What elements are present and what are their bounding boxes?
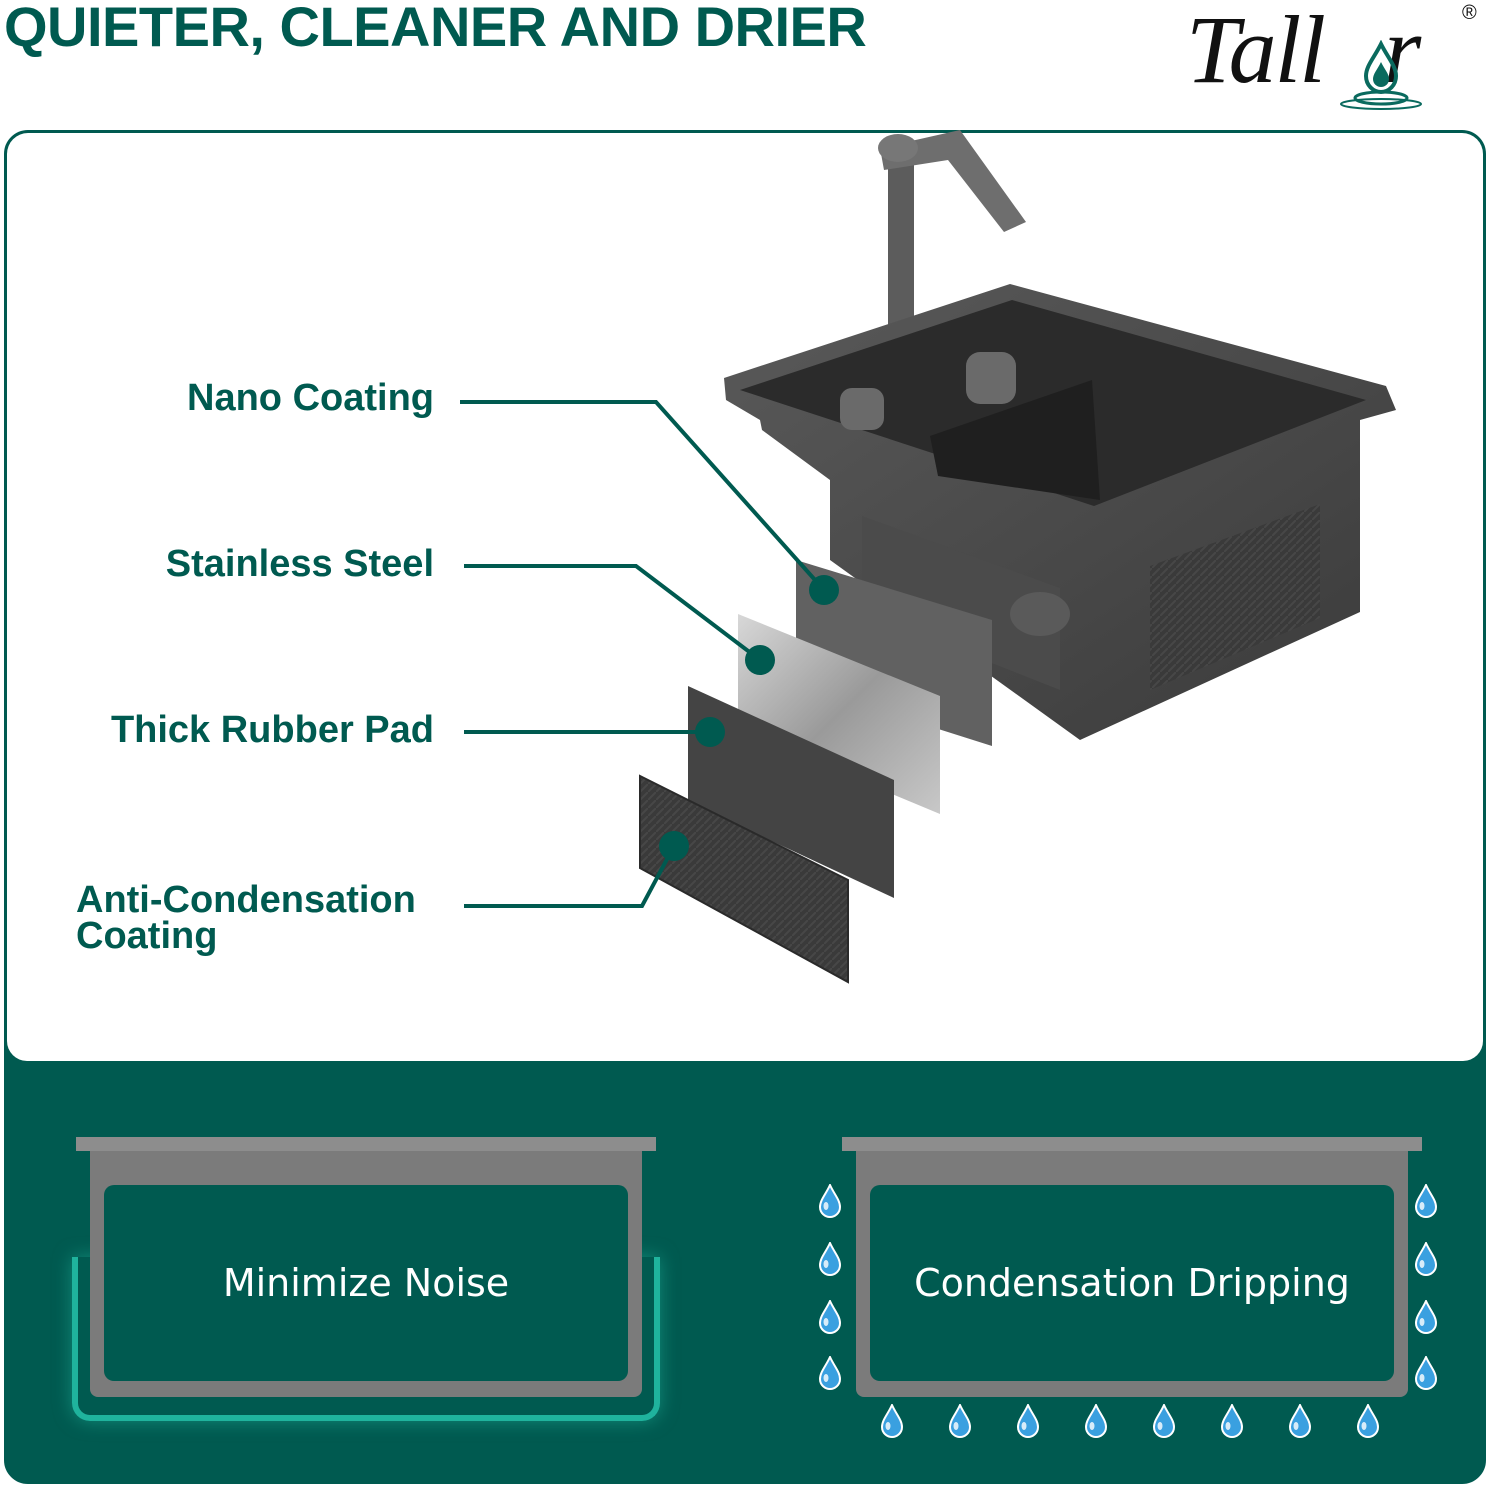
tray-inner: Minimize Noise — [104, 1185, 628, 1381]
tray-rim — [842, 1137, 1422, 1151]
water-drop-icon — [818, 1242, 842, 1276]
tray-rim — [76, 1137, 656, 1151]
water-drop-icon — [1414, 1242, 1438, 1276]
logo-drop-icon — [1340, 40, 1422, 110]
water-drop-icon — [1288, 1404, 1312, 1438]
water-drop-icon — [818, 1356, 842, 1390]
label-thick-rubber-pad: Thick Rubber Pad — [110, 709, 434, 751]
tray-inner: Condensation Dripping — [870, 1185, 1394, 1381]
headline: QUIETER, CLEANER AND DRIER — [4, 0, 867, 58]
water-drop-icon — [1084, 1404, 1108, 1438]
tray-basin: Minimize Noise — [90, 1151, 642, 1397]
water-drop-icon — [1356, 1404, 1380, 1438]
water-drop-icon — [818, 1300, 842, 1334]
water-drop-icon — [1220, 1404, 1244, 1438]
water-drop-icon — [818, 1184, 842, 1218]
tray-condensation-dripping: Condensation Dripping — [842, 1137, 1422, 1437]
water-drop-icon — [1016, 1404, 1040, 1438]
tray-basin: Condensation Dripping — [856, 1151, 1408, 1397]
water-drop-icon — [1414, 1356, 1438, 1390]
water-drop-icon — [1414, 1184, 1438, 1218]
water-drop-icon — [948, 1404, 972, 1438]
registered-mark: ® — [1462, 2, 1477, 24]
label-stainless-steel: Stainless Steel — [165, 543, 434, 585]
water-drop-icon — [1152, 1404, 1176, 1438]
label-nano-coating: Nano Coating — [187, 377, 434, 419]
condensation-dripping-label: Condensation Dripping — [914, 1261, 1350, 1305]
minimize-noise-label: Minimize Noise — [222, 1261, 510, 1305]
water-drop-icon — [1414, 1300, 1438, 1334]
water-drop-icon — [880, 1404, 904, 1438]
tray-minimize-noise: Minimize Noise — [72, 1137, 660, 1437]
noise-glow — [72, 1257, 660, 1421]
